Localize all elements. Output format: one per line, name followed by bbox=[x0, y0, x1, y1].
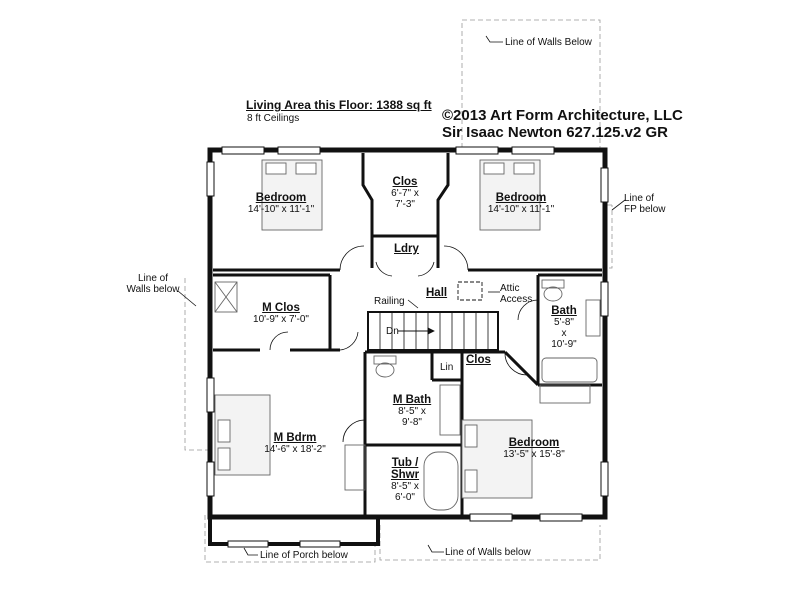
room-dims-1: 8'-5" x bbox=[398, 406, 426, 417]
room-name: M Clos bbox=[262, 302, 300, 314]
room-dims-2: 7'-3" bbox=[395, 199, 415, 210]
fp-below-label: Line of FP below bbox=[624, 193, 666, 215]
room-bath: Bath 5'-8" x 10'-9" bbox=[544, 305, 584, 350]
walls-below-left-label-2: Walls below bbox=[126, 284, 180, 295]
room-name: Bedroom bbox=[495, 192, 547, 204]
room-dims-1: 6'-7" x bbox=[391, 188, 419, 199]
leader-lines bbox=[177, 35, 626, 556]
room-name: M Bdrm bbox=[273, 432, 317, 444]
room-dims-2: x bbox=[561, 328, 567, 339]
copyright-text: ©2013 Art Form Architecture, LLC bbox=[442, 107, 683, 124]
interior-walls bbox=[213, 153, 602, 519]
room-dims: 14'-10" x 11'-1" bbox=[487, 204, 555, 215]
furniture bbox=[214, 159, 601, 511]
living-area-title: Living Area this Floor: 1388 sq ft bbox=[246, 98, 432, 112]
room-name: M Bath bbox=[392, 394, 432, 406]
room-linen: Lin bbox=[440, 362, 454, 373]
room-bedroom-ne: Bedroom 14'-10" x 11'-1" bbox=[466, 192, 576, 215]
stair-treads bbox=[379, 312, 489, 350]
fp-below-label-2: FP below bbox=[624, 204, 666, 215]
attic-label-2: Access bbox=[500, 294, 533, 305]
walls-below-top-label: Line of Walls Below bbox=[505, 37, 592, 48]
plan-name: Sir Isaac Newton 627.125.v2 GR bbox=[442, 124, 668, 141]
walls-below-left-label-1: Line of bbox=[137, 273, 169, 284]
fp-below-label-1: Line of bbox=[624, 193, 655, 204]
room-dims-2: 9'-8" bbox=[402, 417, 422, 428]
walls-below-bottom-label: Line of Walls below bbox=[445, 547, 531, 558]
room-bedroom-se: Bedroom 13'-5" x 15'-8" bbox=[474, 437, 594, 460]
stair-down-label: Dn bbox=[386, 326, 399, 337]
room-m-clos: M Clos 10'-9" x 7'-0" bbox=[236, 302, 326, 325]
room-clos-small: Clos bbox=[466, 354, 491, 366]
room-name: Bedroom bbox=[508, 437, 560, 449]
windows bbox=[206, 146, 609, 548]
railing-label: Railing bbox=[374, 296, 405, 307]
room-name: Bath bbox=[551, 305, 577, 317]
porch-below-label: Line of Porch below bbox=[260, 550, 348, 561]
attic-label-1: Attic bbox=[500, 283, 520, 294]
door-swings bbox=[269, 245, 539, 443]
attic-access-label: Attic Access bbox=[500, 283, 532, 305]
room-dims: 13'-5" x 15'-8" bbox=[503, 449, 565, 460]
room-dims: 14'-6" x 18'-2" bbox=[264, 444, 326, 455]
room-hall: Hall bbox=[426, 287, 448, 299]
room-name-1: Tub / bbox=[391, 457, 419, 469]
room-m-bath: M Bath 8'-5" x 9'-8" bbox=[382, 394, 442, 428]
room-name: Bedroom bbox=[255, 192, 307, 204]
room-dims: 10'-9" x 7'-0" bbox=[253, 314, 309, 325]
walls-below-left-label: Line of Walls below bbox=[118, 273, 188, 295]
room-tub-shwr: Tub / Shwr 8'-5" x 6'-0" bbox=[380, 457, 430, 503]
room-dims-1: 8'-5" x bbox=[391, 481, 419, 492]
room-clos-top: Clos 6'-7" x 7'-3" bbox=[370, 176, 440, 210]
room-bedroom-nw: Bedroom 14'-10" x 11'-1" bbox=[226, 192, 336, 215]
room-laundry: Ldry bbox=[394, 243, 419, 255]
room-m-bdrm: M Bdrm 14'-6" x 18'-2" bbox=[250, 432, 340, 455]
ceilings-note: 8 ft Ceilings bbox=[247, 113, 300, 124]
room-name-2: Shwr bbox=[390, 469, 420, 481]
room-dims-1: 5'-8" bbox=[554, 317, 574, 328]
room-dims: 14'-10" x 11'-1" bbox=[247, 204, 315, 215]
room-dims-3: 10'-9" bbox=[551, 339, 577, 350]
room-name: Clos bbox=[392, 176, 418, 188]
room-dims-2: 6'-0" bbox=[395, 492, 415, 503]
